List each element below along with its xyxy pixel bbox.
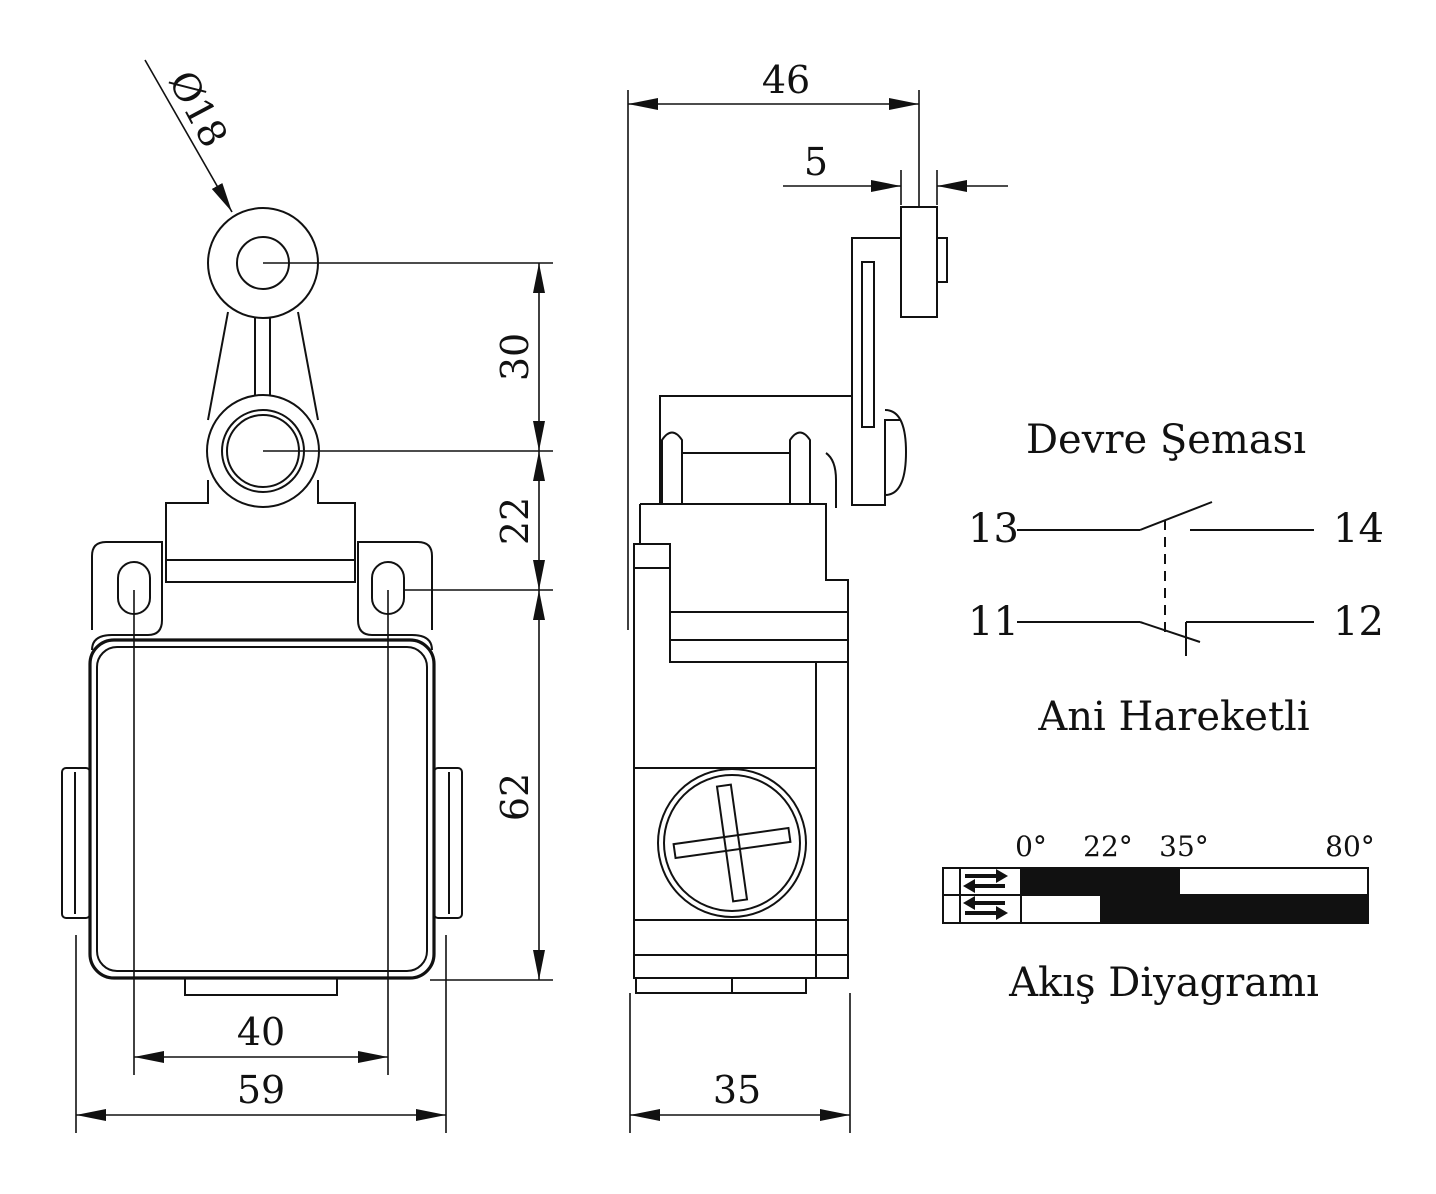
flow-bars bbox=[1021, 868, 1368, 923]
dim-label-59: 59 bbox=[237, 1068, 285, 1112]
flow-bar-forward bbox=[1021, 868, 1180, 896]
terminal-14: 14 bbox=[1333, 506, 1384, 552]
main-body-inner bbox=[96, 646, 428, 972]
flow-angle-labels: 0° 22° 35° 80° bbox=[1015, 830, 1375, 863]
flow-angle-label: 80° bbox=[1325, 830, 1375, 863]
roller-diameter-label: Ø18 bbox=[160, 64, 236, 155]
cross-slot-icon bbox=[672, 783, 792, 903]
left-gland bbox=[61, 767, 91, 919]
flow-bar-return bbox=[1100, 895, 1368, 923]
side-lever-slot bbox=[861, 261, 875, 428]
side-post-right bbox=[789, 431, 811, 504]
flow-angle-label: 22° bbox=[1083, 830, 1133, 863]
flow-angle-label: 0° bbox=[1015, 830, 1047, 863]
side-foot bbox=[635, 977, 807, 994]
no-contact-blade bbox=[1139, 501, 1213, 531]
terminal-12: 12 bbox=[1333, 599, 1384, 645]
side-view: 46 5 35 bbox=[627, 58, 1008, 1133]
dim-label-46: 46 bbox=[762, 58, 810, 102]
dim-label-5: 5 bbox=[804, 140, 828, 184]
flow-diagram: 0° 22° 35° 80° Akış Diyagramı bbox=[942, 830, 1375, 1006]
terminal-13: 13 bbox=[968, 506, 1019, 552]
side-lever-arm bbox=[851, 237, 901, 506]
terminal-11: 11 bbox=[968, 599, 1019, 645]
dim-label-30: 30 bbox=[493, 333, 537, 381]
side-body bbox=[633, 503, 849, 979]
side-body-tab bbox=[633, 543, 671, 569]
circuit-title: Devre Şeması bbox=[1026, 417, 1306, 463]
circuit-diagram: Devre Şeması 13 14 11 12 Ani Hareketli bbox=[968, 417, 1384, 740]
arrows-left-right-icon bbox=[963, 896, 1008, 920]
front-view: Ø18 bbox=[61, 59, 553, 1133]
cover-screw-inner bbox=[663, 774, 801, 912]
side-roller bbox=[900, 206, 938, 318]
main-body bbox=[88, 638, 436, 980]
left-mounting-ear bbox=[91, 541, 163, 651]
side-roller-hub bbox=[936, 237, 948, 283]
dim-label-35: 35 bbox=[713, 1068, 761, 1112]
bottom-foot bbox=[184, 977, 338, 996]
side-head-housing bbox=[659, 395, 852, 504]
circuit-type-label: Ani Hareketli bbox=[1037, 694, 1309, 740]
side-lever-cap bbox=[884, 409, 908, 496]
side-post-left bbox=[661, 431, 683, 504]
roller-diameter-leader bbox=[144, 59, 233, 213]
flow-title: Akış Diyagramı bbox=[1008, 960, 1319, 1006]
lever-arm-rib bbox=[254, 312, 271, 398]
cover-screw-outer bbox=[657, 768, 807, 918]
right-gland bbox=[433, 767, 463, 919]
flow-angle-label: 35° bbox=[1159, 830, 1209, 863]
right-mounting-ear bbox=[357, 541, 433, 651]
dim-label-62: 62 bbox=[493, 773, 537, 821]
lever-arm-outline bbox=[207, 311, 319, 421]
dim-label-22: 22 bbox=[493, 497, 537, 545]
dim-label-40: 40 bbox=[237, 1010, 285, 1054]
nc-contact-blade bbox=[1139, 621, 1201, 643]
head-block bbox=[165, 480, 356, 583]
arrows-right-left-icon bbox=[963, 869, 1008, 893]
